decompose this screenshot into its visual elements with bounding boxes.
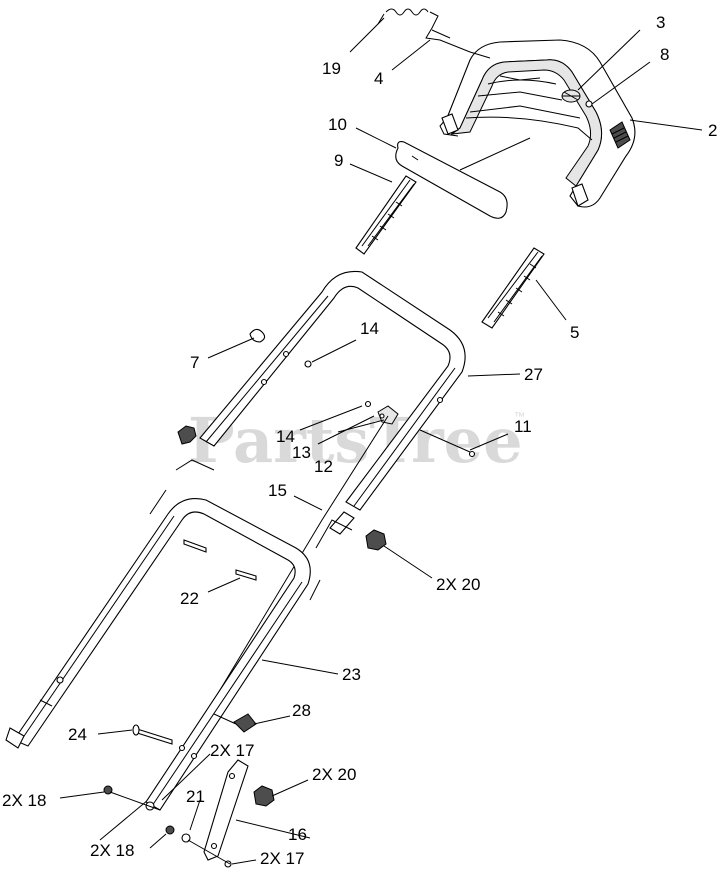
lower-handle-part-23 [5,498,311,811]
decal-part-10 [395,137,531,219]
cable-clip-part-7 [249,328,266,343]
callout-10: 10 [328,115,347,134]
callout-2x20-upper: 2X 20 [436,575,480,594]
callout-2x18-bottom: 2X 18 [90,841,134,860]
watermark-text: PartsTree [188,404,523,477]
grip-insert-part-9 [355,175,417,255]
callout-5: 5 [570,323,579,342]
callout-14-upper: 14 [360,319,379,338]
callout-2: 2 [708,121,717,140]
callout-2x17-lower: 2X 17 [260,849,304,868]
callout-14-center: 14 [276,427,295,446]
callout-7: 7 [190,353,199,372]
cable-clip-part-28 [213,713,257,733]
upper-handle-part-27 [177,270,466,535]
watermark: PartsTree ™ [188,404,525,477]
control-housing-part-2 [439,39,636,208]
callout-2x17-upper: 2X 17 [210,741,254,760]
cable-part-15 [99,415,389,841]
callout-15: 15 [268,481,287,500]
control-cable-part-4 [425,11,491,59]
callout-2x20-lower: 2X 20 [312,765,356,784]
callout-9: 9 [334,151,343,170]
washers-nuts [103,785,232,868]
knob-part-20-lower [253,785,275,807]
callout-19: 19 [322,59,341,78]
callout-2x18-left: 2X 18 [2,791,46,810]
callout-3: 3 [656,13,665,32]
callout-23: 23 [342,665,361,684]
callout-16: 16 [288,825,307,844]
callout-4: 4 [374,69,383,88]
bolt-part-24 [132,724,173,745]
nut-part-14 [304,360,312,368]
callout-labels: 19 4 3 8 2 10 9 5 7 14 27 14 13 12 11 15… [2,13,717,868]
callout-13: 13 [292,443,311,462]
grip-insert-part-5 [481,247,545,329]
knob-part-20-upper [365,529,387,551]
callout-8: 8 [660,45,669,64]
bracket-part-16 [203,759,249,861]
watermark-trademark: ™ [514,411,525,423]
break-lines [149,459,353,601]
callout-21: 21 [186,787,205,806]
callout-28: 28 [292,701,311,720]
callout-24: 24 [68,725,87,744]
callout-12: 12 [314,457,333,476]
callout-22: 22 [180,589,199,608]
callout-27: 27 [524,365,543,384]
callout-11: 11 [514,417,532,436]
spring-part-19 [377,8,429,25]
leader-lines [59,17,703,865]
